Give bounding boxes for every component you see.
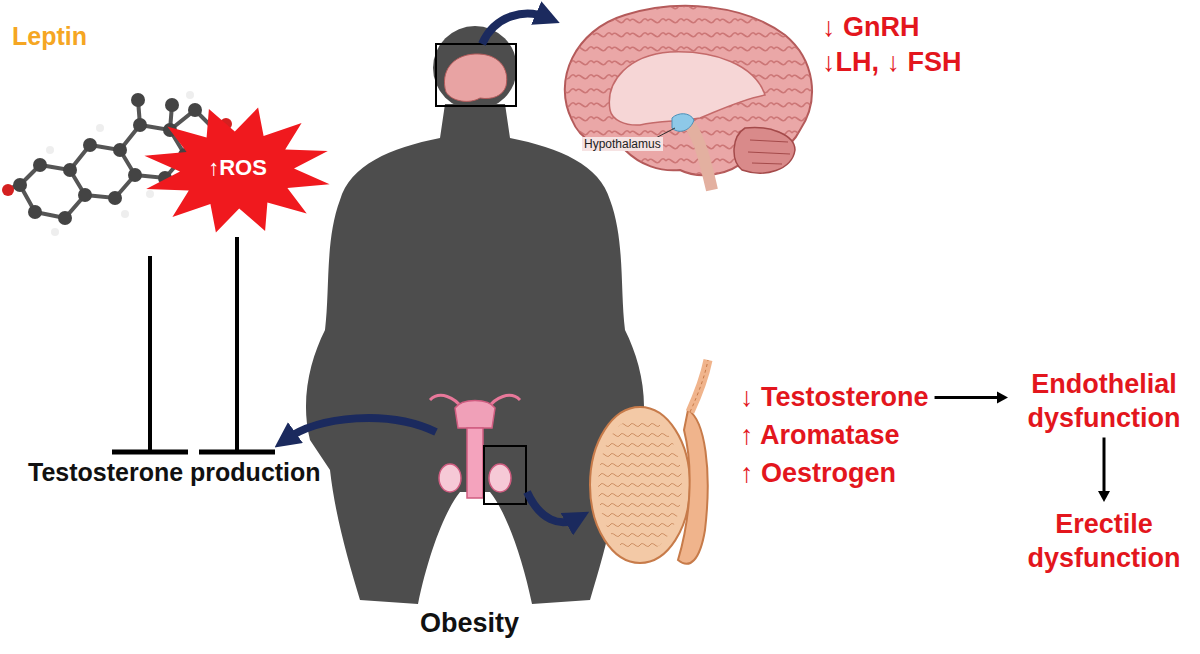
effect-label: ↓ Testosterone (740, 380, 929, 415)
arrow-connector (1098, 438, 1110, 503)
connector-stroke (235, 237, 239, 452)
connector-stroke (1103, 438, 1106, 494)
node-text: ↑ Oestrogen (740, 456, 896, 491)
starburst-outline (144, 108, 329, 233)
effect-label: ↑ Oestrogen (740, 456, 896, 491)
node-text: ↓ GnRH (822, 10, 962, 45)
connector-stroke (199, 450, 275, 455)
figure-label: Obesity (420, 608, 519, 639)
connector-stroke (112, 450, 188, 455)
arrowhead (997, 392, 1008, 404)
node-text: Obesity (420, 608, 519, 639)
target-process: Testosterone production (28, 458, 321, 487)
outcome-label: Erectile dysfunction (1012, 508, 1196, 576)
connector-stroke (935, 396, 999, 399)
brain-illustration (565, 6, 812, 190)
effect-label: ↑ Aromatase (740, 418, 900, 453)
part-label: Hypothalamus (582, 137, 663, 151)
inhibition-connector (112, 256, 188, 452)
testis-illustration (590, 360, 708, 564)
node-text: ↓LH, ↓ FSH (822, 45, 962, 80)
node-text: ↑ROS (208, 155, 267, 181)
connector-stroke (148, 256, 152, 452)
arrow-connector (935, 392, 1008, 404)
node-text: Endothelial dysfunction (1012, 368, 1196, 436)
curved-arrows (285, 14, 578, 522)
small-reproductive-organs (430, 395, 526, 504)
node-text: ↓ Testosterone (740, 380, 929, 415)
hormone-list: ↓ GnRH↓LH, ↓ FSH (822, 10, 962, 80)
node-text: Testosterone production (28, 458, 321, 487)
inhibition-connector (199, 237, 275, 452)
node-text: Erectile dysfunction (1012, 508, 1196, 576)
outcome-label: Endothelial dysfunction (1012, 368, 1196, 436)
ros-starburst: ↑ROS (140, 100, 335, 235)
node-text: Leptin (0, 22, 232, 51)
small-brain (436, 44, 516, 106)
node-text: ↑ Aromatase (740, 418, 900, 453)
arrowhead (1098, 491, 1110, 502)
